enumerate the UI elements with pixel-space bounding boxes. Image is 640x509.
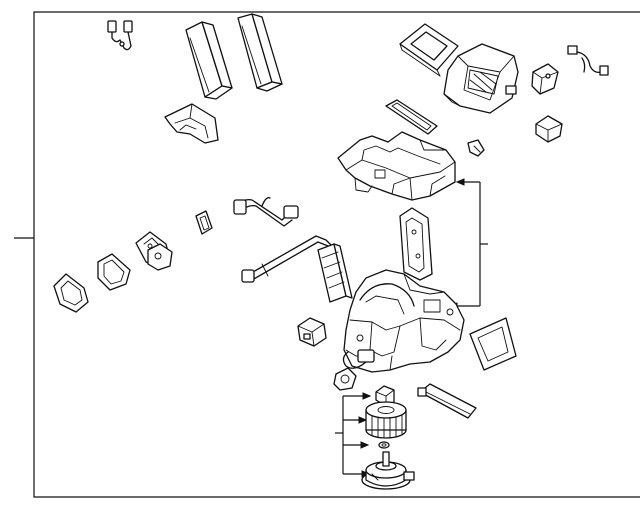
grommet-small[interactable] [195, 210, 213, 235]
thin-seal-strip[interactable] [385, 99, 438, 135]
blower-washer[interactable] [378, 441, 390, 449]
leader-lines [335, 178, 488, 478]
cabin-filter-left[interactable] [185, 21, 233, 100]
frame-border [14, 11, 640, 498]
case-side-gasket[interactable] [399, 207, 433, 281]
intake-door-frame[interactable] [399, 23, 459, 77]
blower-motor[interactable] [361, 451, 415, 490]
intake-actuator-motor[interactable] [531, 63, 559, 95]
evaporator-core[interactable] [317, 243, 353, 303]
blend-door-actuator[interactable] [297, 317, 327, 347]
cabin-filter-right[interactable] [237, 13, 283, 92]
blower-wheel[interactable] [365, 401, 407, 439]
expansion-valve-block[interactable] [147, 243, 173, 271]
grommet-large[interactable] [97, 253, 131, 291]
heater-ac-unit-case[interactable] [342, 269, 465, 373]
filter-door-bracket[interactable] [164, 103, 219, 144]
blower-resistor[interactable] [333, 367, 357, 391]
actuator-small[interactable] [535, 115, 563, 143]
expansion-valve-pipe[interactable] [233, 197, 299, 227]
drain-seal-strip[interactable] [417, 383, 477, 419]
side-duct-gasket[interactable] [469, 317, 517, 371]
seal-gasket-large[interactable] [53, 273, 89, 313]
harness-pigtail[interactable] [567, 45, 609, 76]
upper-case-shell[interactable] [337, 131, 456, 201]
small-clip[interactable] [467, 139, 485, 157]
wire-connector-top[interactable] [107, 20, 133, 51]
intake-housing[interactable] [443, 43, 519, 114]
